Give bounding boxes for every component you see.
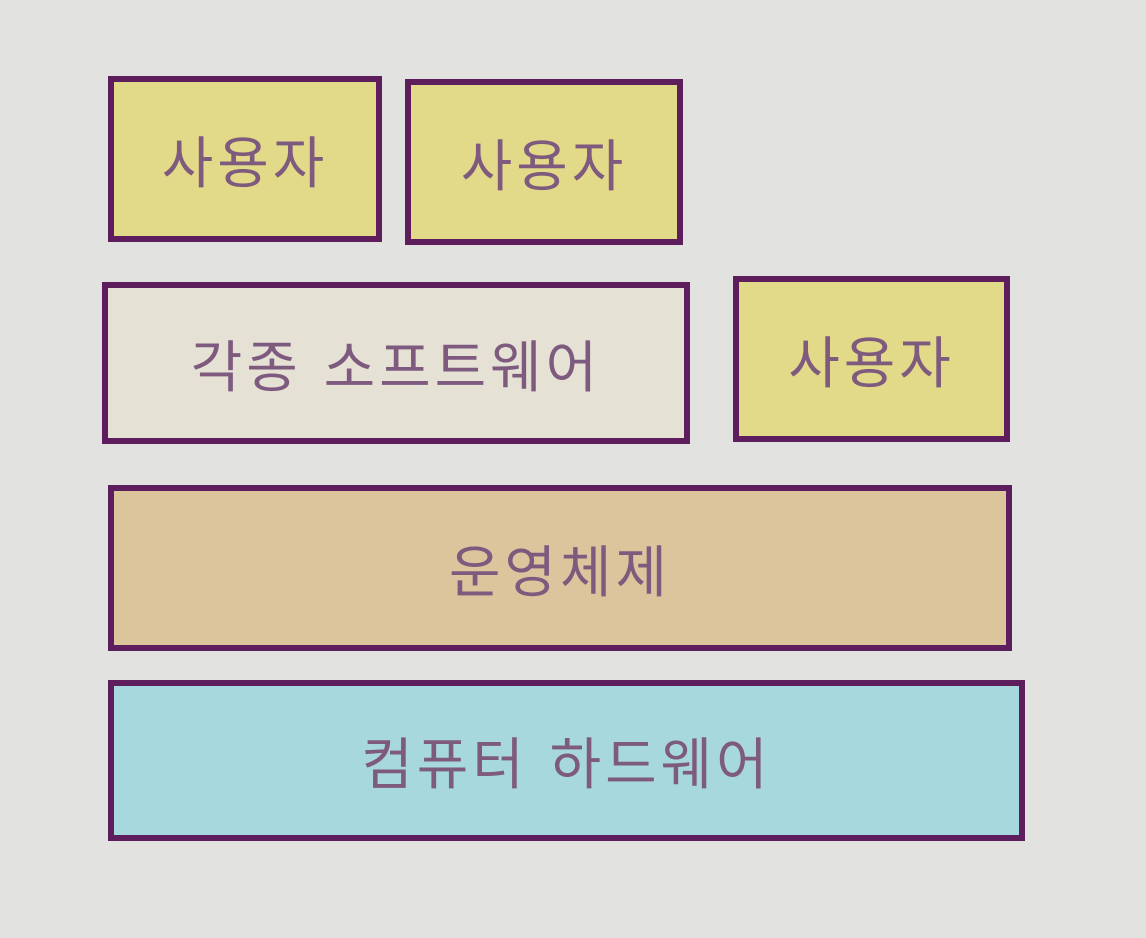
operating-system-layer-box: 운영체제 [108, 485, 1012, 651]
user-box: 사용자 [733, 276, 1010, 442]
software-label: 각종 소프트웨어 [190, 335, 602, 401]
hardware-label: 컴퓨터 하드웨어 [361, 733, 772, 798]
hardware-layer-box: 컴퓨터 하드웨어 [108, 680, 1025, 841]
user-box: 사용자 [108, 76, 382, 242]
software-layer-box: 각종 소프트웨어 [102, 282, 690, 444]
operating-system-label: 운영체제 [448, 540, 672, 606]
user-box: 사용자 [405, 79, 683, 245]
user-label: 사용자 [161, 131, 329, 197]
user-label: 사용자 [788, 331, 955, 397]
user-label: 사용자 [460, 134, 628, 200]
